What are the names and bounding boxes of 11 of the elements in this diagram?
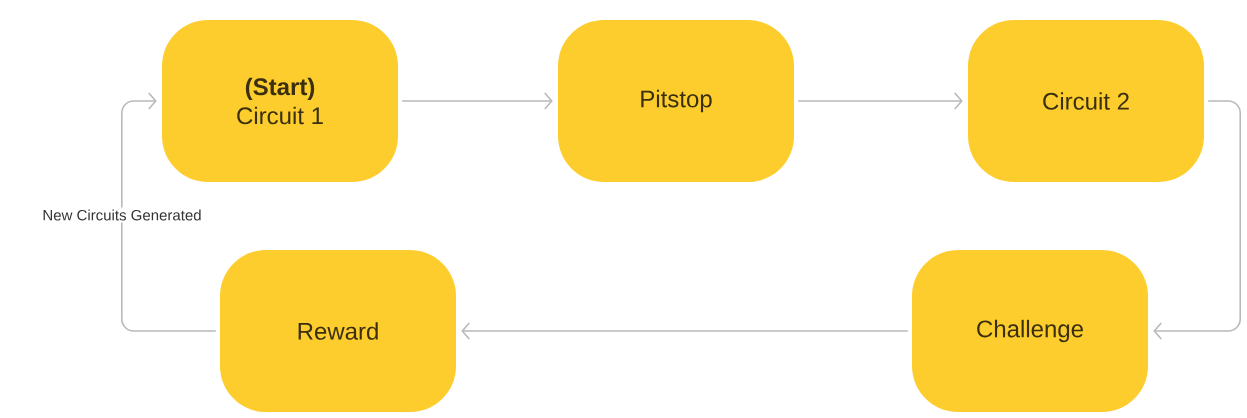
arrow — [121, 92, 217, 332]
process-box: Circuit 2 — [968, 20, 1204, 182]
arrow — [461, 322, 909, 340]
arrow — [401, 92, 553, 110]
arrow — [1153, 100, 1241, 340]
arrow — [797, 92, 963, 110]
process-box: (Start) Circuit 1 — [162, 20, 398, 182]
process-box: Reward — [220, 250, 456, 412]
process-box: Challenge — [912, 250, 1148, 412]
edge-label: New Circuits Generated — [40, 207, 204, 223]
process-box: Pitstop — [558, 20, 794, 182]
